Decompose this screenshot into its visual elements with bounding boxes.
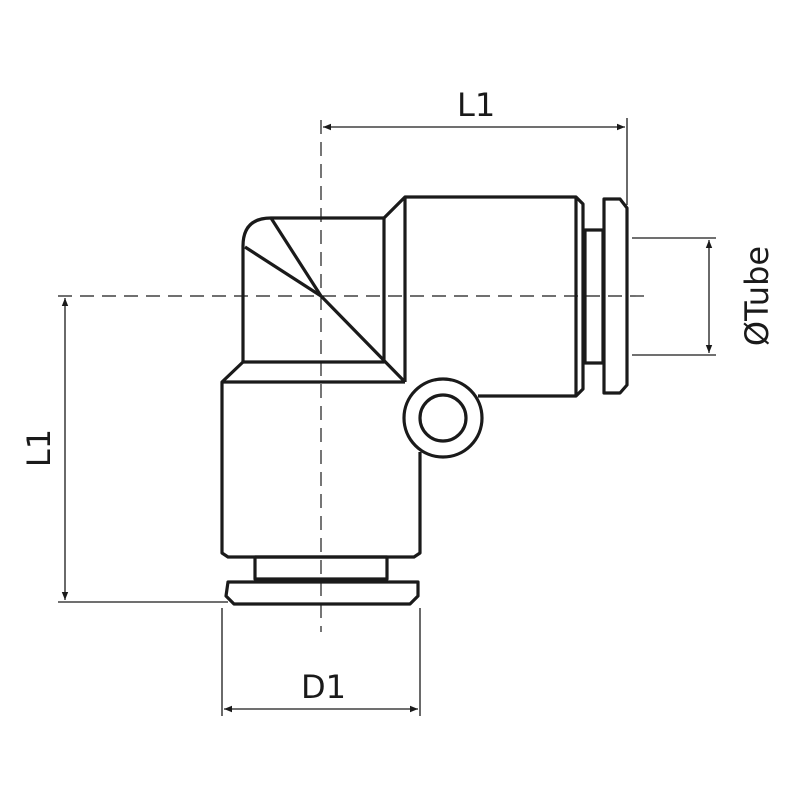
d1-label: D1 (301, 668, 346, 706)
release-ring-inner (418, 393, 468, 443)
lower-collet-flange (224, 580, 420, 606)
fitting-body (220, 195, 629, 606)
release-ring-outer (402, 377, 484, 459)
right-collet-flange (602, 197, 629, 395)
left-l1-label: L1 (20, 428, 59, 468)
lower-collet-neck (253, 555, 389, 581)
dimension-lines (58, 118, 716, 716)
elbow-block (241, 216, 386, 364)
top-l1-label: L1 (457, 86, 496, 124)
tube-diameter-label: ØTube (738, 245, 777, 347)
